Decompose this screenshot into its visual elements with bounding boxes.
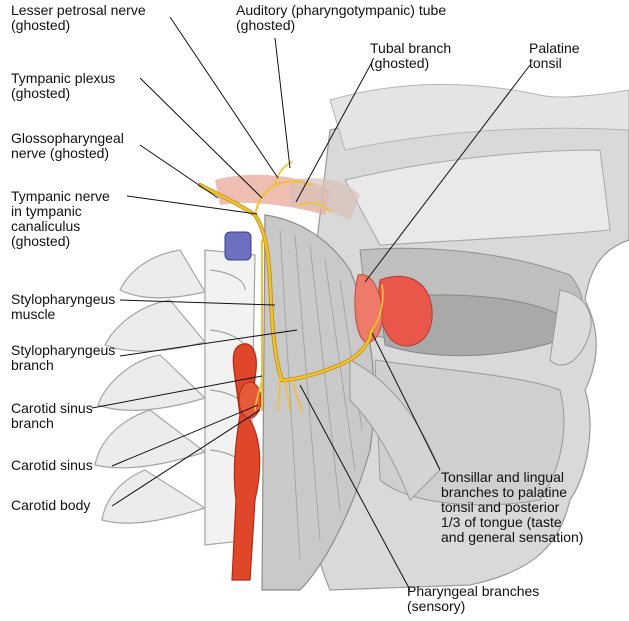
label-carotid-sinus-branch: Carotid sinus branch bbox=[11, 401, 93, 431]
palatine-tonsil bbox=[355, 275, 432, 346]
label-pharyngeal-branches: Pharyngeal branches (sensory) bbox=[407, 584, 539, 614]
label-palatine-tonsil: Palatine tonsil bbox=[529, 41, 580, 71]
label-stylopharyngeus-branch: Stylopharyngeus branch bbox=[11, 343, 115, 373]
label-glossopharyngeal-nerve: Glossopharyngeal nerve (ghosted) bbox=[11, 131, 124, 161]
label-tympanic-nerve: Tympanic nerve in tympanic canaliculus (… bbox=[11, 189, 110, 249]
label-carotid-body: Carotid body bbox=[11, 498, 90, 513]
label-lesser-petrosal-nerve: Lesser petrosal nerve (ghosted) bbox=[11, 3, 146, 33]
jugular-foramen-ganglion bbox=[225, 232, 251, 260]
label-tubal-branch: Tubal branch (ghosted) bbox=[370, 41, 451, 71]
cervical-vertebrae bbox=[95, 250, 255, 545]
label-stylopharyngeus-muscle: Stylopharyngeus muscle bbox=[11, 292, 115, 322]
label-carotid-sinus: Carotid sinus bbox=[11, 458, 93, 473]
label-auditory-tube: Auditory (pharyngotympanic) tube (ghoste… bbox=[236, 3, 446, 33]
label-tympanic-plexus: Tympanic plexus (ghosted) bbox=[11, 71, 115, 101]
label-tonsillar-lingual-branches: Tonsillar and lingual branches to palati… bbox=[441, 470, 583, 545]
